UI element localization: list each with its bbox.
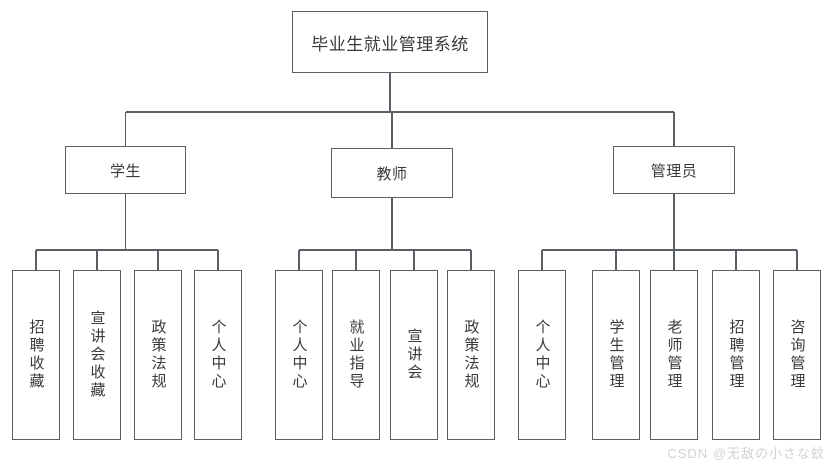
connector-branch-2-stem	[673, 194, 675, 250]
connector-leaf-1-0	[298, 250, 300, 270]
node-个人中心-0-3[interactable]: 个人中心	[194, 270, 242, 440]
connector-leaf-2-1	[615, 250, 617, 270]
node-label: 老师管理	[665, 319, 683, 391]
node-label: 教师	[376, 165, 408, 183]
connector-leaf-1-1	[355, 250, 357, 270]
connector-branch-0-stem	[124, 194, 127, 250]
node-label: 宣讲会	[405, 328, 423, 382]
node-招聘管理-2-3[interactable]: 招聘管理	[712, 270, 760, 440]
connector-leaf-2-2	[673, 250, 675, 270]
node-label: 个人中心	[209, 319, 227, 391]
node-label: 咨询管理	[788, 319, 806, 391]
node-咨询管理-2-4[interactable]: 咨询管理	[773, 270, 821, 440]
connector-leaf-1-2	[413, 250, 415, 270]
node-学生管理-2-1[interactable]: 学生管理	[592, 270, 640, 440]
node-招聘收藏-0-0[interactable]: 招聘收藏	[12, 270, 60, 440]
node-label: 政策法规	[149, 319, 167, 391]
watermark: CSDN @无敌の小さな蚊	[667, 446, 825, 461]
connector-leaf-0-3	[217, 250, 219, 270]
connector-leaf-1-3	[470, 250, 472, 270]
node-label: 招聘收藏	[27, 319, 45, 391]
node-label: 政策法规	[462, 319, 480, 391]
connector-root-stem	[389, 73, 391, 112]
connector-level2-bus	[125, 111, 674, 113]
connector-leaf-0-0	[35, 250, 37, 270]
node-管理员[interactable]: 管理员	[613, 146, 735, 194]
node-毕业生就业管理系统[interactable]: 毕业生就业管理系统	[292, 11, 488, 73]
connector-branch-2-drop	[673, 112, 675, 146]
node-政策法规-1-3[interactable]: 政策法规	[447, 270, 495, 440]
node-个人中心-1-0[interactable]: 个人中心	[275, 270, 323, 440]
node-就业指导-1-1[interactable]: 就业指导	[332, 270, 380, 440]
node-宣讲会收藏-0-1[interactable]: 宣讲会收藏	[73, 270, 121, 440]
node-label: 毕业生就业管理系统	[311, 34, 469, 54]
node-label: 就业指导	[347, 319, 365, 391]
node-label: 招聘管理	[727, 319, 745, 391]
connector-branch-1-leafbus	[299, 249, 471, 251]
connector-leaf-2-4	[796, 250, 798, 270]
node-label: 个人中心	[290, 319, 308, 391]
node-政策法规-0-2[interactable]: 政策法规	[134, 270, 182, 440]
node-label: 管理员	[650, 162, 698, 180]
node-宣讲会-1-2[interactable]: 宣讲会	[390, 270, 438, 440]
node-老师管理-2-2[interactable]: 老师管理	[650, 270, 698, 440]
node-学生[interactable]: 学生	[65, 146, 186, 194]
node-label: 学生	[109, 162, 141, 180]
connector-branch-2-leafbus	[542, 249, 797, 251]
connector-branch-0-leafbus	[36, 249, 218, 251]
connector-leaf-0-1	[96, 250, 98, 270]
connector-branch-1-drop	[391, 112, 393, 148]
connector-leaf-2-0	[541, 250, 543, 270]
node-label: 个人中心	[533, 319, 551, 391]
node-个人中心-2-0[interactable]: 个人中心	[518, 270, 566, 440]
node-label: 学生管理	[607, 319, 625, 391]
connector-branch-0-drop	[124, 112, 127, 146]
connector-leaf-0-2	[157, 250, 159, 270]
node-label: 宣讲会收藏	[88, 310, 106, 400]
connector-branch-1-stem	[391, 198, 393, 250]
connector-leaf-2-3	[735, 250, 737, 270]
node-教师[interactable]: 教师	[331, 148, 453, 198]
